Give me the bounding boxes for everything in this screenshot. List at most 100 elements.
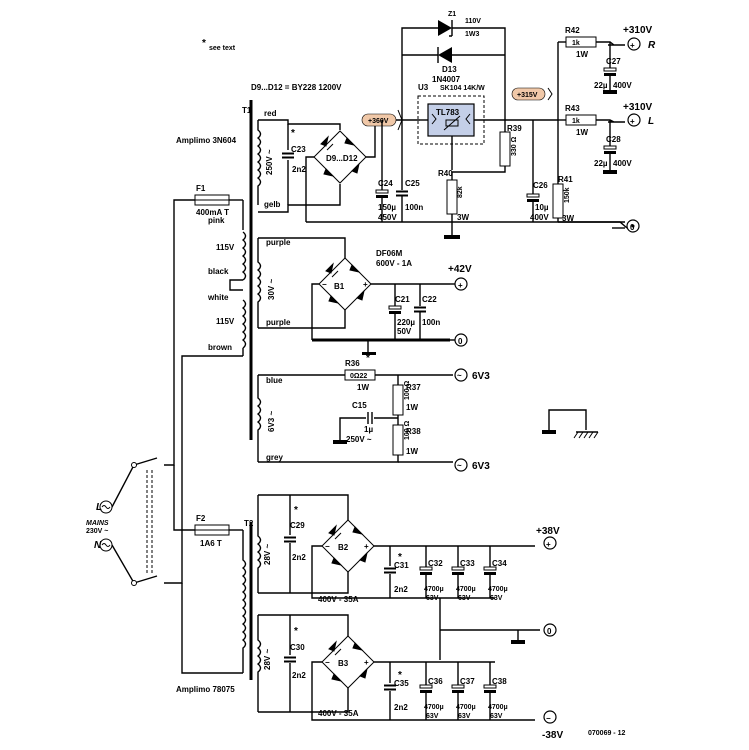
- r38-value: 100 Ω: [404, 420, 411, 440]
- c34-value: 4700µ: [488, 586, 508, 593]
- t2-winding-upper: 28V ~: [263, 544, 272, 565]
- r39-name: R39: [507, 124, 522, 133]
- r-terminal-plus: +: [630, 41, 635, 50]
- c26-voltage: 400V: [530, 213, 549, 222]
- c37-voltage: 63V: [458, 713, 471, 720]
- c26-name: C26: [533, 181, 548, 190]
- b1-minus: −: [322, 280, 327, 289]
- t1-model: Amplimo 3N604: [176, 136, 237, 145]
- rail-38v-negative: -38V: [542, 730, 563, 741]
- t2-primary-winding: [241, 530, 247, 673]
- r42-name: R42: [565, 26, 580, 35]
- rail-310v-r: +310V: [623, 25, 653, 36]
- terminal-zero-hv: 0: [630, 223, 635, 232]
- r41-name: R41: [558, 175, 573, 184]
- d13-name: D13: [442, 65, 457, 74]
- c36-name: C36: [428, 677, 443, 686]
- r43-name: R43: [565, 104, 580, 113]
- c26-value: 10µ: [535, 203, 549, 212]
- c25-value: 100n: [405, 203, 423, 212]
- b2-rating: 400V - 35A: [318, 595, 359, 604]
- blue-wire-label: blue: [266, 376, 283, 385]
- c29-value: 2n2: [292, 553, 306, 562]
- r37-value: 100 Ω: [404, 380, 411, 400]
- terminal-plus-42v: +: [458, 281, 463, 290]
- z1-name: Z1: [448, 11, 456, 18]
- c31-star: *: [398, 552, 402, 563]
- d13-value: 1N4007: [432, 75, 461, 84]
- t1-primary-winding: pink 115V black white 115V brown: [207, 200, 247, 356]
- rectifier-note: D9...D12 = BY228 1200V: [251, 83, 342, 92]
- c23-name: C23: [291, 145, 306, 154]
- b1-type: DF06M: [376, 249, 403, 258]
- l-channel-label: L: [648, 116, 654, 127]
- r38-name: R38: [406, 427, 421, 436]
- u3-heatsink: SK104 14K/W: [440, 85, 485, 92]
- f2-name: F2: [196, 514, 206, 523]
- gelb-wire-label: gelb: [264, 200, 281, 209]
- see-text-note: see text: [209, 45, 236, 52]
- r36-name: R36: [345, 359, 360, 368]
- c31-name: C31: [394, 561, 409, 570]
- c25-name: C25: [405, 179, 420, 188]
- fuse-f1: F1 400mA T: [194, 184, 243, 217]
- t2-label: T2: [244, 519, 254, 528]
- hv-section: red gelb 250V ~ * C23 2n2 D9...D12 +360V…: [256, 11, 656, 239]
- terminal-6v3a-symbol: ~: [457, 371, 462, 380]
- c22-name: C22: [422, 295, 437, 304]
- c30-value: 2n2: [292, 671, 306, 680]
- c38-value: 4700µ: [488, 704, 508, 711]
- c32-voltage: 63V: [426, 595, 439, 602]
- r43-value: 1k: [572, 118, 580, 125]
- purple-wire-top: purple: [266, 238, 291, 247]
- t2-model: Amplimo 78075: [176, 685, 235, 694]
- c23-value: 2n2: [292, 165, 306, 174]
- r43-power: 1W: [576, 128, 588, 137]
- r41-power: 3W: [562, 214, 574, 223]
- c27-name: C27: [606, 57, 621, 66]
- c32-name: C32: [428, 559, 443, 568]
- hv-bridge-label: D9...D12: [326, 154, 358, 163]
- c28-value: 22µ: [594, 159, 608, 168]
- primary-115v-b: 115V: [216, 317, 235, 326]
- mains-voltage: 230V ~: [86, 528, 108, 535]
- c24-value: 150µ: [378, 203, 396, 212]
- section-38v: 28V ~ * C29 2n2 B2 − + 400V - 35A * C31 …: [256, 494, 563, 741]
- c22-value: 100n: [422, 318, 440, 327]
- r40-name: R40: [438, 169, 453, 178]
- c35-value: 2n2: [394, 703, 408, 712]
- purple-wire-bottom: purple: [266, 318, 291, 327]
- primary-115v-a: 115V: [216, 243, 235, 252]
- b1-name: B1: [334, 282, 345, 291]
- c38-name: C38: [492, 677, 507, 686]
- pink-wire-label: pink: [208, 216, 225, 225]
- r41-value: 150k: [564, 187, 571, 203]
- terminal-6v3b-symbol: ~: [457, 461, 462, 470]
- terminal-plus-38v: +: [546, 540, 551, 549]
- u3-chip: TL783: [436, 108, 460, 117]
- section-6v3: blue grey 6V3 ~ 0Ω22 R36 * 1W ~ 6V3 100 …: [256, 353, 490, 472]
- ground-legend: [542, 409, 599, 439]
- c21-voltage: 50V: [397, 327, 412, 336]
- c24-name: C24: [378, 179, 393, 188]
- rail-6v3-a: 6V3: [472, 371, 490, 382]
- r38-power: 1W: [406, 447, 418, 456]
- u3-name: U3: [418, 83, 429, 92]
- terminal-zero-42v: 0: [458, 337, 463, 346]
- winding-6v3: 6V3 ~: [267, 411, 276, 432]
- terminal-zero-38v: 0: [547, 627, 552, 636]
- r42-value: 1k: [572, 40, 580, 47]
- l-terminal-plus: +: [630, 117, 635, 126]
- grey-wire-label: grey: [266, 453, 283, 462]
- mains-l-label: L: [96, 502, 102, 513]
- c27-value: 22µ: [594, 81, 608, 90]
- mains-input: L N MAINS 230V ~: [86, 199, 243, 674]
- rail-360v: +360V: [368, 118, 389, 125]
- z1-voltage: 110V: [465, 18, 481, 25]
- c15-value: 1µ: [364, 425, 373, 434]
- c23-star: *: [291, 128, 295, 139]
- terminal-minus-38v: −: [546, 714, 551, 723]
- star-marker: *: [202, 38, 206, 49]
- c36-value: 4700µ: [424, 704, 444, 711]
- c33-name: C33: [460, 559, 475, 568]
